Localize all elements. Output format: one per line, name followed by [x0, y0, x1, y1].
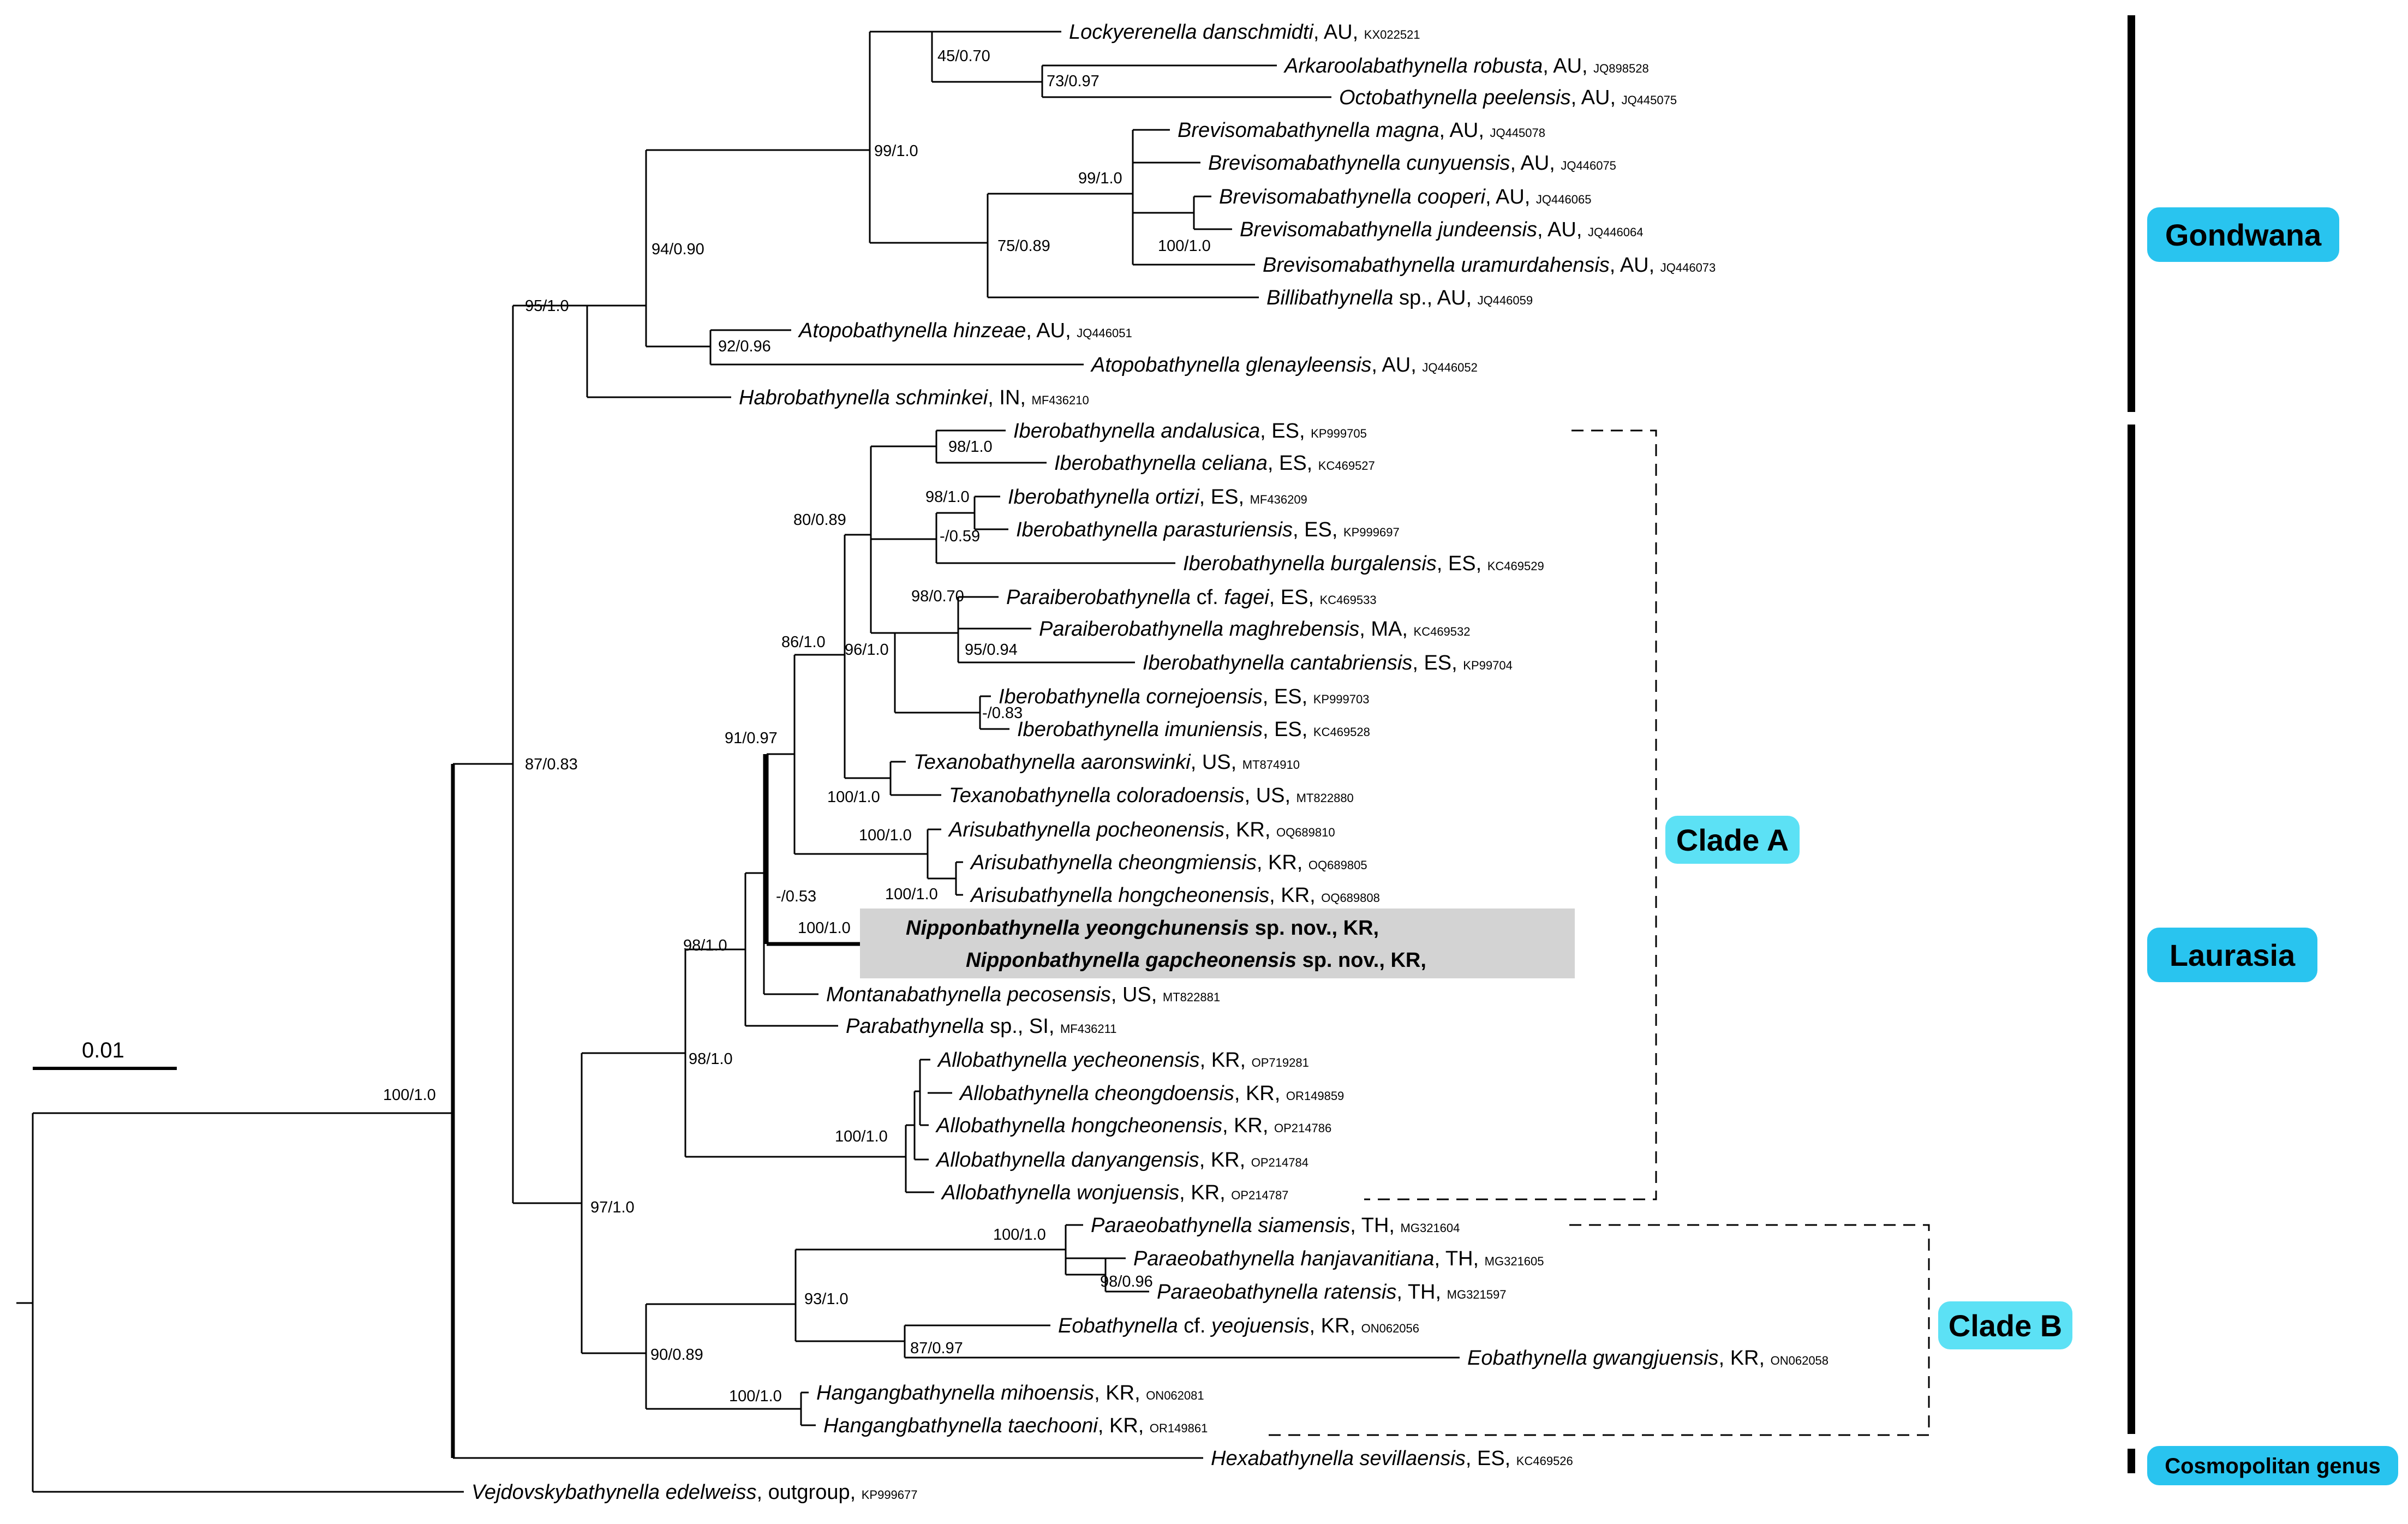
- taxon-label: Atopobathynella hinzeae, AU, JQ446051: [798, 319, 1132, 342]
- cosmopolitan-box: [2147, 1446, 2398, 1485]
- highlight-box: [860, 909, 1575, 978]
- support-value: 98/0.70: [911, 588, 964, 605]
- taxon-label: Iberobathynella cornejoensis, ES, KP9997…: [999, 685, 1369, 708]
- taxon-label: Lockyerenella danschmidti, AU, KX022521: [1069, 21, 1420, 44]
- support-value: 100/1.0: [798, 919, 851, 937]
- scale-bar-label: 0.01: [82, 1038, 124, 1062]
- support-value: 100/1.0: [993, 1226, 1046, 1244]
- taxon-label: Brevisomabathynella cunyuensis, AU, JQ44…: [1208, 152, 1616, 175]
- taxon-label: Brevisomabathynella magna, AU, JQ445078: [1178, 119, 1545, 142]
- cosmopolitan-label: Cosmopolitan genus: [2165, 1454, 2381, 1478]
- support-value: 75/0.89: [997, 237, 1050, 255]
- support-value: 86/1.0: [781, 633, 826, 651]
- taxon-label: Texanobathynella aaronswinki, US, MT8749…: [913, 751, 1300, 774]
- taxon-label: Iberobathynella parasturiensis, ES, KP99…: [1016, 518, 1400, 541]
- support-value: 100/1.0: [835, 1128, 888, 1145]
- support-value: 98/1.0: [689, 1050, 733, 1068]
- taxon-label: Iberobathynella celiana, ES, KC469527: [1054, 452, 1375, 475]
- taxon-label: Arisubathynella pocheonensis, KR, OQ6898…: [948, 818, 1335, 841]
- support-value: 93/1.0: [804, 1290, 849, 1308]
- clade-a-bracket: [1364, 429, 1657, 1200]
- support-value: 80/0.89: [793, 511, 846, 529]
- clade-b-bracket: [1262, 1224, 1930, 1436]
- taxon-label: Allobathynella cheongdoensis, KR, OR1498…: [959, 1082, 1344, 1105]
- support-value: 100/1.0: [383, 1086, 436, 1104]
- taxon-label: Iberobathynella burgalensis, ES, KC46952…: [1183, 552, 1544, 575]
- taxon-label: Octobathynella peelensis, AU, JQ445075: [1339, 86, 1677, 109]
- support-value: -/0.59: [940, 528, 980, 545]
- clade-a-label: Clade A: [1676, 823, 1789, 857]
- support-value: 99/1.0: [874, 142, 918, 160]
- taxon-label: Billibathynella sp., AU, JQ446059: [1266, 286, 1533, 309]
- support-value: 95/1.0: [525, 297, 569, 315]
- support-value: 91/0.97: [725, 730, 778, 747]
- clade-b-label: Clade B: [1949, 1308, 2063, 1343]
- taxon-label: Habrobathynella schminkei, IN, MF436210: [739, 386, 1089, 409]
- support-value: 100/1.0: [729, 1388, 782, 1405]
- support-value: 90/0.89: [650, 1346, 703, 1364]
- support-value: -/0.83: [982, 704, 1023, 722]
- support-value: 100/1.0: [827, 788, 880, 806]
- support-value: 94/0.90: [652, 241, 704, 258]
- support-value: 100/1.0: [885, 886, 938, 903]
- taxon-label: Nipponbathynella yeongchunensis sp. nov.…: [906, 917, 1379, 940]
- taxon-label: Allobathynella wonjuensis, KR, OP214787: [941, 1181, 1288, 1204]
- support-value: 87/0.97: [910, 1340, 963, 1357]
- taxon-label: Paraeobathynella ratensis, TH, MG321597: [1157, 1281, 1506, 1304]
- gondwana-label: Gondwana: [2165, 218, 2322, 252]
- taxon-label: Allobathynella hongcheonensis, KR, OP214…: [935, 1114, 1331, 1137]
- support-value: 45/0.70: [937, 47, 990, 65]
- clade-b-box: [1938, 1301, 2072, 1349]
- support-value: 87/0.83: [525, 756, 578, 773]
- support-value: 95/0.94: [965, 641, 1018, 659]
- gondwana-box: [2147, 207, 2339, 262]
- taxon-label: Paraeobathynella siamensis, TH, MG321604: [1091, 1214, 1460, 1237]
- laurasia-box: [2147, 928, 2317, 982]
- taxon-label: Nipponbathynella gapcheonensis sp. nov.,…: [966, 949, 1426, 972]
- taxon-label: Arkaroolabathynella robusta, AU, JQ89852…: [1283, 55, 1649, 77]
- taxon-label: Allobathynella yecheonensis, KR, OP71928…: [937, 1049, 1309, 1072]
- support-value: 73/0.97: [1047, 73, 1100, 90]
- support-value: 100/1.0: [859, 827, 912, 844]
- taxon-label: Hangangbathynella taechooni, KR, OR14986…: [823, 1414, 1208, 1437]
- taxon-label: Iberobathynella ortizi, ES, MF436209: [1008, 486, 1307, 509]
- taxon-label: Montanabathynella pecosensis, US, MT8228…: [826, 983, 1220, 1006]
- support-value: 98/0.96: [1100, 1273, 1153, 1290]
- support-value: 97/1.0: [590, 1199, 635, 1216]
- taxon-label: Arisubathynella hongcheonensis, KR, OQ68…: [970, 884, 1380, 907]
- taxon-label: Paraiberobathynella cf. fagei, ES, KC469…: [1006, 586, 1377, 609]
- support-value: 92/0.96: [718, 338, 771, 355]
- laurasia-label: Laurasia: [2170, 938, 2296, 972]
- taxon-label: Parabathynella sp., SI, MF436211: [846, 1015, 1116, 1038]
- support-value: -/0.53: [776, 888, 816, 905]
- taxon-label: Brevisomabathynella cooperi, AU, JQ44606…: [1219, 186, 1591, 208]
- taxon-label: Hexabathynella sevillaensis, ES, KC46952…: [1211, 1447, 1573, 1470]
- taxon-label: Texanobathynella coloradoensis, US, MT82…: [949, 784, 1354, 807]
- support-value: 98/1.0: [925, 488, 970, 506]
- taxon-label: Brevisomabathynella jundeensis, AU, JQ44…: [1240, 218, 1643, 241]
- taxon-label: Iberobathynella andalusica, ES, KP999705: [1013, 420, 1367, 443]
- taxon-label: Iberobathynella imuniensis, ES, KC469528: [1017, 718, 1370, 741]
- support-value: 96/1.0: [845, 641, 889, 659]
- support-value: 98/1.0: [948, 438, 993, 456]
- taxon-label: Eobathynella cf. yeojuensis, KR, ON06205…: [1058, 1314, 1419, 1337]
- support-value: 99/1.0: [1078, 170, 1122, 187]
- taxon-label: Iberobathynella cantabriensis, ES, KP997…: [1143, 652, 1513, 674]
- taxon-label: Allobathynella danyangensis, KR, OP21478…: [935, 1149, 1308, 1172]
- taxon-label: Brevisomabathynella uramurdahensis, AU, …: [1263, 254, 1716, 277]
- taxon-label: Vejdovskybathynella edelweiss, outgroup,…: [471, 1481, 918, 1504]
- taxon-label: Eobathynella gwangjuensis, KR, ON062058: [1467, 1347, 1829, 1370]
- taxon-label: Atopobathynella glenayleensis, AU, JQ446…: [1090, 354, 1478, 376]
- taxon-label: Paraiberobathynella maghrebensis, MA, KC…: [1039, 618, 1471, 641]
- clade-a-box: [1665, 816, 1800, 864]
- taxon-label: Arisubathynella cheongmiensis, KR, OQ689…: [970, 851, 1367, 874]
- support-value: 98/1.0: [683, 937, 727, 954]
- taxon-label: Paraeobathynella hanjavanitiana, TH, MG3…: [1133, 1247, 1544, 1270]
- support-value: 100/1.0: [1158, 237, 1211, 255]
- taxon-label: Hangangbathynella mihoensis, KR, ON06208…: [816, 1382, 1204, 1405]
